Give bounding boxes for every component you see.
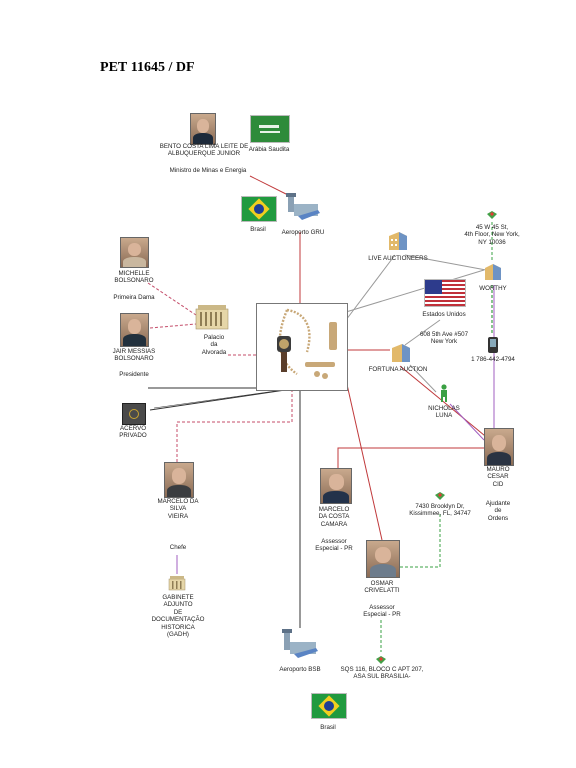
ny-address-label: 45 W 45 St,4th Floor, New York,NY 10036 xyxy=(464,224,520,246)
michelle-photo xyxy=(120,237,149,268)
jewelry-icon xyxy=(277,308,337,379)
gadh-building-icon xyxy=(168,575,186,591)
page-header: PET 11645 / DF xyxy=(100,60,195,76)
phone-label: 1 786-442-4794 xyxy=(471,356,515,363)
link-center-osmar xyxy=(345,379,383,541)
estados-unidos-label: Estados Unidos xyxy=(422,311,466,318)
phone-icon xyxy=(488,337,498,353)
kissimmee-address-label: 7430 Brooklyn Dr,Kissimmee, FL, 34747 xyxy=(409,503,471,518)
jair-photo xyxy=(120,313,149,347)
link-osmar-kissimmee xyxy=(400,512,441,568)
link-center-vieira xyxy=(176,389,293,462)
case-number: 11645 / DF xyxy=(130,60,195,75)
fortuna-building-icon xyxy=(390,342,412,364)
airport-gru-label: Aeroporto GRU xyxy=(281,229,325,236)
osmar-photo xyxy=(366,540,400,578)
worthy-building-icon xyxy=(483,262,503,282)
link-flag-fortuna xyxy=(404,319,441,346)
brasil-top-label: Brasil xyxy=(250,226,266,233)
brasil-bottom-label: Brasil xyxy=(320,724,336,731)
airport-gru-icon xyxy=(284,190,322,224)
brasil-flag-top-icon xyxy=(241,196,277,222)
marcelo-vieira-role: Chefe xyxy=(169,544,187,551)
map-pin-ny-icon xyxy=(486,207,498,219)
jewelry-evidence-box xyxy=(256,303,348,391)
michelle-role: Primeira Dama xyxy=(113,294,155,301)
airport-bsb-label: Aeroporto BSB xyxy=(279,666,321,673)
live-auctioneers-building-icon xyxy=(387,230,409,252)
mauro-photo xyxy=(484,428,514,466)
brasil-flag-bottom-icon xyxy=(311,693,347,719)
arabia-label: Arábia Saudita xyxy=(248,146,290,153)
header-prefix: PET xyxy=(100,60,128,75)
sqs-address-label: SQS 116, BLOCO C APT 207,ASA SUL BRASILI… xyxy=(340,666,424,681)
link-jair-palacio xyxy=(149,323,197,329)
link-fortuna-mauro xyxy=(399,365,491,441)
bento-photo xyxy=(190,113,216,145)
jair-role: Presidente xyxy=(119,371,149,378)
usa-flag-icon xyxy=(424,279,466,307)
map-pin-kissimmee-icon xyxy=(434,488,446,500)
link-nicholas-mauro xyxy=(449,403,485,441)
fortuna-label: FORTUNA AUCTION xyxy=(368,366,428,373)
link-live-worthy xyxy=(404,254,487,271)
map-pin-brasilia-icon xyxy=(375,652,387,664)
palacio-icon xyxy=(194,301,230,331)
marcelo-camara-photo xyxy=(320,468,352,504)
marcelo-vieira-photo xyxy=(164,462,194,498)
link-bento-gru xyxy=(249,175,291,197)
safe-icon xyxy=(122,403,146,425)
airport-bsb-icon xyxy=(280,626,320,662)
link-center-acervo-2 xyxy=(153,388,291,409)
link-camara-mauro xyxy=(337,447,484,468)
link-center-acervo xyxy=(149,388,293,411)
worthy-label: WORTHY xyxy=(479,285,507,292)
live-auctioneers-label: LIVE AUCTIONEERS xyxy=(368,255,428,262)
bento-role: Ministro de Minas e Energia xyxy=(169,167,247,174)
saudi-flag-icon xyxy=(250,115,290,143)
link-fortuna-nicholas xyxy=(409,364,437,393)
person-nicholas-icon xyxy=(438,384,450,402)
link-center-worthy xyxy=(345,269,485,313)
